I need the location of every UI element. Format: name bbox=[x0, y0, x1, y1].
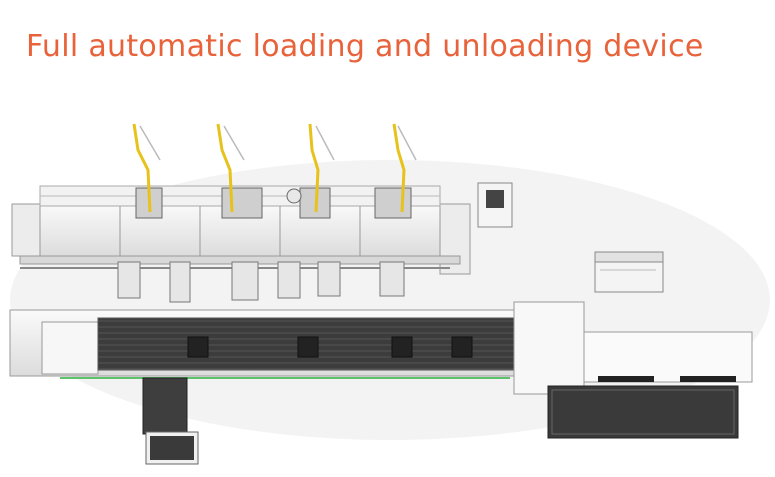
operator-platform bbox=[142, 377, 188, 435]
loader-unit-3 bbox=[299, 187, 331, 219]
belt-clamps bbox=[187, 336, 473, 358]
chuck-head bbox=[41, 321, 99, 375]
unloading-table bbox=[583, 331, 753, 383]
cutting-machine bbox=[9, 301, 753, 465]
machine-illustration bbox=[9, 123, 770, 465]
loader-end-right bbox=[439, 203, 471, 275]
loader-unit-4 bbox=[374, 187, 412, 219]
chiller-unit bbox=[594, 251, 664, 293]
cutting-head-housing bbox=[513, 301, 585, 395]
loader-unit-2 bbox=[221, 187, 263, 219]
loading-device bbox=[11, 123, 513, 303]
unloading-bin bbox=[547, 385, 739, 439]
loader-end-left bbox=[11, 203, 41, 257]
yellow-cable-arms bbox=[132, 123, 406, 213]
page-title: Full automatic loading and unloading dev… bbox=[26, 29, 704, 65]
